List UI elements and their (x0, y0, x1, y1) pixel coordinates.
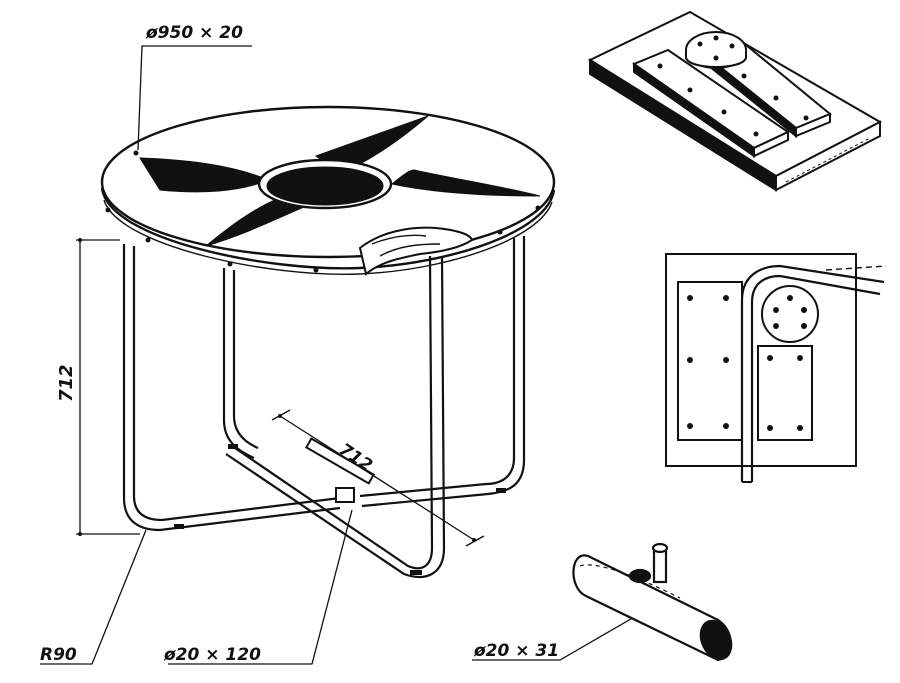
rim-rivets (105, 150, 541, 273)
mount-plate-bolts (657, 35, 809, 137)
feet (174, 444, 506, 575)
top-cutaway (358, 226, 474, 276)
detail-mount-plate (587, 10, 883, 192)
tube-frame (122, 236, 526, 579)
plan-view-bolts (687, 295, 807, 431)
dimension-lines (40, 45, 637, 665)
top-inlay (139, 115, 541, 247)
label-bend-radius: R90 (40, 645, 77, 665)
detail-plan-view (665, 253, 887, 483)
label-height: 712 (56, 364, 77, 402)
label-bar: ø20 × 120 (163, 645, 261, 665)
dimension-ticks (78, 238, 476, 542)
label-sleeve: ø20 × 31 (473, 641, 559, 661)
detail-sleeve (572, 542, 733, 662)
label-top-diameter: ø950 × 20 (145, 23, 243, 43)
